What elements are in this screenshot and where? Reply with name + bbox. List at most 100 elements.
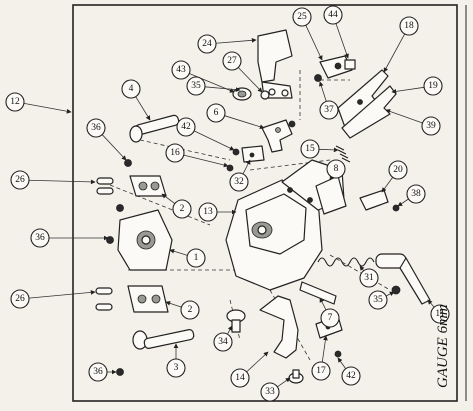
callout-11: 11 [427,299,450,324]
callout-label: 42 [181,122,191,132]
callout-circle [176,117,196,137]
part-screw-36b2 [116,204,124,212]
part-bar-7 [299,281,337,305]
callout-circle [121,79,141,99]
callout-leader [215,37,257,44]
callout-33: 33 [260,377,291,402]
callout-leader [385,109,423,124]
callout-leader [183,154,229,168]
part-pin-3 [132,329,195,350]
callout-7: 7 [319,297,340,328]
callout-leader [381,177,394,193]
callout-circle [388,160,408,180]
callout-leader [169,248,188,256]
callout-leader [329,175,335,181]
callout-27: 27 [222,51,263,93]
callout-leader [101,134,127,161]
callout-leader [397,198,409,207]
callout-circle [399,16,419,36]
callout-32: 32 [229,159,251,192]
callout-label: 3 [174,363,179,373]
part-bracket-20 [359,189,389,211]
callout-label: 34 [218,337,228,347]
callout-leader [277,377,291,388]
callout-label: 2 [188,305,193,315]
part-main-body-13 [225,159,345,291]
callout-label: 20 [393,165,403,175]
callout-circle [319,100,339,120]
callout-leader [391,86,425,94]
part-spring-31 [317,257,375,267]
callout-label: 26 [15,294,25,304]
callout-circle [323,5,343,25]
diagram-frame [72,4,458,402]
callout-leader [319,297,327,311]
callout-label: 24 [202,39,212,49]
callout-label: 11 [435,309,444,319]
part-screw-42b [334,350,342,358]
callout-36: 36 [86,118,127,161]
callout-label: 35 [373,295,383,305]
part-screw-36b [106,236,114,244]
callout-label: 31 [364,273,374,283]
callout-circle [229,172,249,192]
callout-label: 18 [404,21,414,31]
part-collar-2a [129,175,167,197]
callout-leader [359,265,365,272]
callout-label: 32 [234,177,244,187]
callout-leader [204,86,241,93]
callout-label: 17 [316,366,326,376]
callout-leader [165,301,182,308]
part-sleeve-11 [375,253,431,305]
callout-42: 42 [176,117,235,151]
callout-label: 7 [328,313,333,323]
callout-43: 43 [171,60,235,93]
callout-circle [300,139,320,159]
callout-circle [166,358,186,378]
part-screw-38 [392,204,400,212]
callout-31: 31 [359,265,379,288]
callout-label: 43 [176,65,186,75]
callout-35: 35 [186,76,241,96]
part-screw-34 [226,309,246,333]
gauge-label: GAUGE 6mm [435,304,451,388]
callout-circle [341,366,361,386]
callout-6: 6 [206,103,265,130]
callout-25: 25 [292,7,323,61]
callout-leader [161,193,176,204]
callout-13: 13 [198,202,237,222]
assembly-leader [21,102,72,114]
callout-circle [30,228,50,248]
callout-20: 20 [381,160,408,193]
callout-44: 44 [323,5,349,59]
callout-leader [427,299,435,308]
callout-2: 2 [161,193,192,219]
callout-circle [88,362,108,382]
callout-8: 8 [326,159,346,181]
callout-label: 27 [227,56,237,66]
callout-circle [326,159,346,179]
callout-label: 36 [93,367,103,377]
callout-label: 19 [428,81,438,91]
part-nut-44 [344,59,356,70]
callout-leader [224,115,265,130]
callout-leader [337,357,347,369]
callout-label: 2 [180,204,185,214]
callout-label: 1 [194,253,199,263]
callout-leader [335,23,349,59]
callout-circle [171,60,191,80]
callout-label: 25 [297,12,307,22]
callout-16: 16 [165,143,229,168]
callout-38: 38 [397,184,426,207]
callout-leader [385,291,395,297]
callout-leader [28,179,96,185]
part-washer-27 [260,90,270,100]
callout-circle [10,289,30,309]
callout-leader [305,24,323,61]
callout-34: 34 [213,325,233,352]
callout-circle [311,361,331,381]
callout-circle [10,170,30,190]
part-bracket-24 [257,29,293,99]
callout-circle [172,199,192,219]
